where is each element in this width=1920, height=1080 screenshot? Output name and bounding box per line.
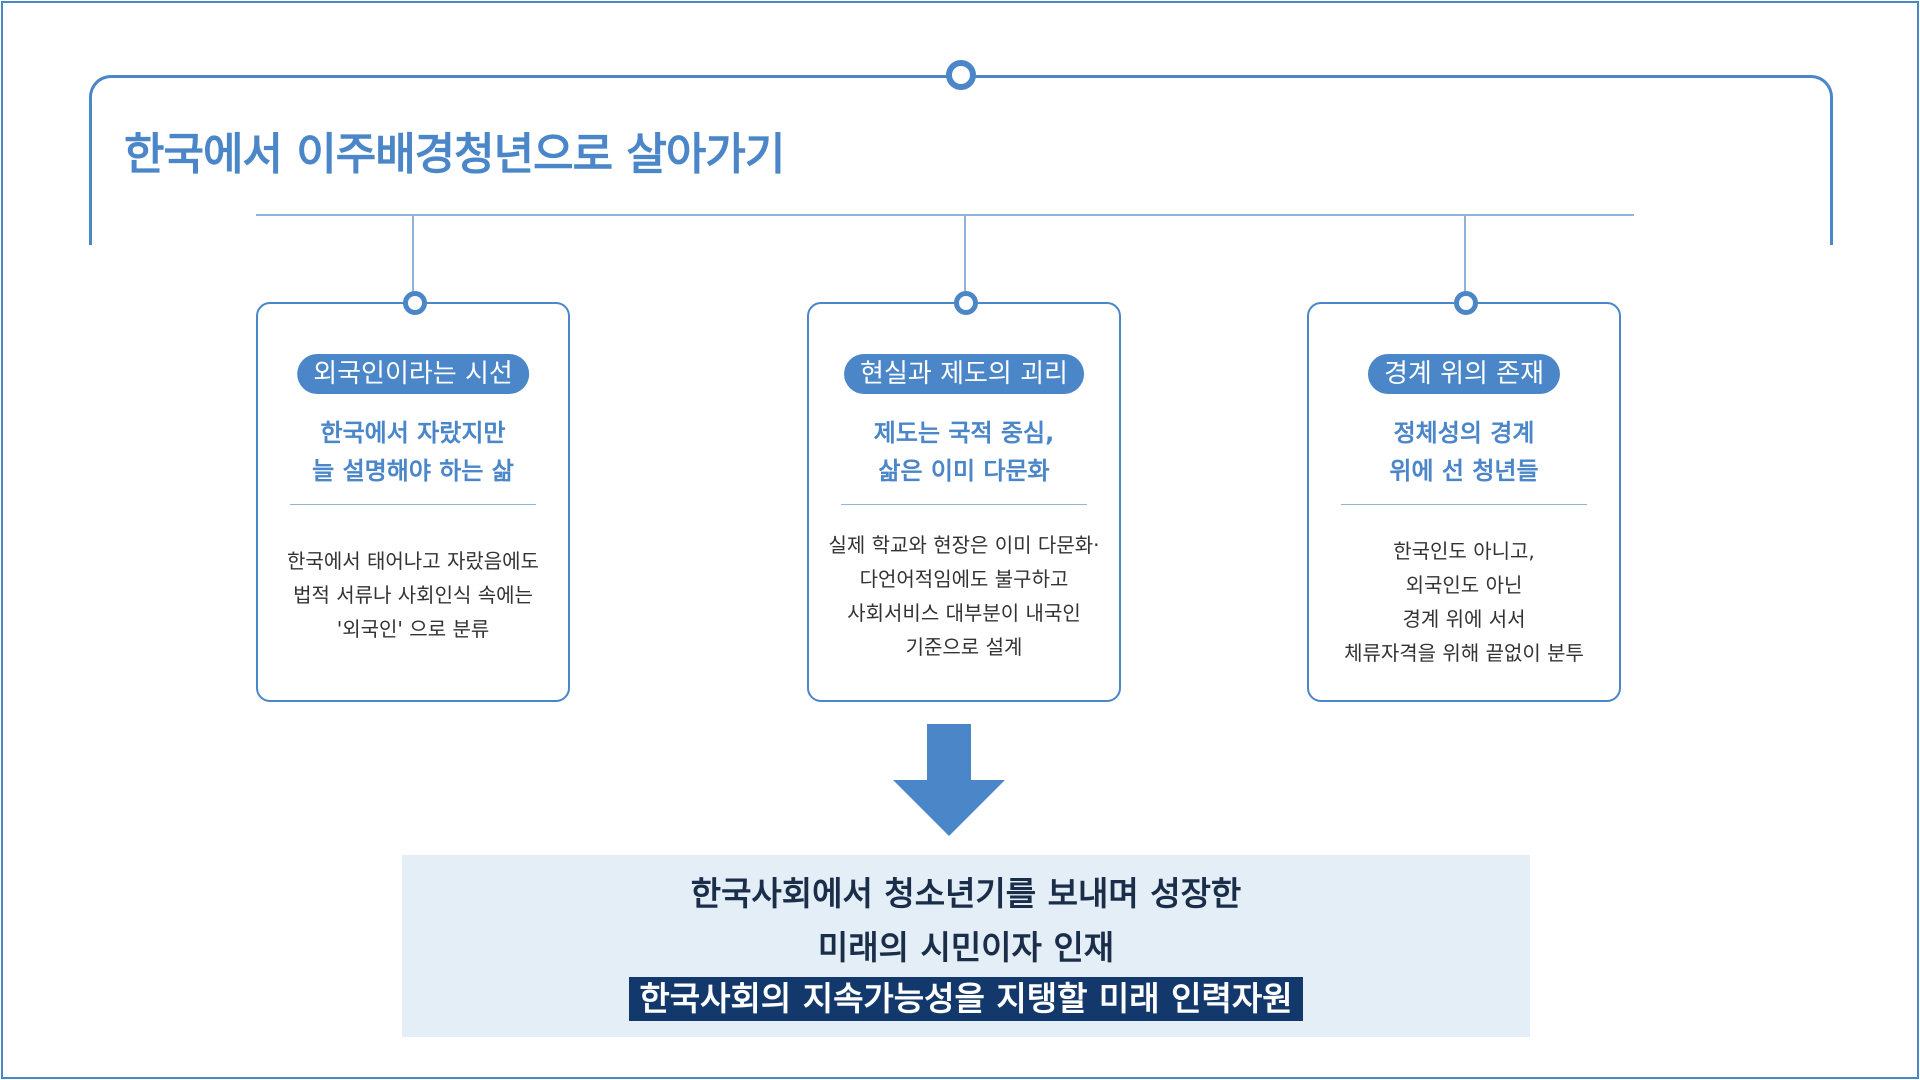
top-connector-node [946, 60, 976, 90]
card-tag: 외국인이라는 시선 [297, 354, 529, 394]
card-description: 한국에서 태어나고 자랐음에도 법적 서류나 사회인식 속에는 '외국인' 으로… [258, 544, 568, 646]
connector-center [964, 215, 966, 295]
card-desc-line: 실제 학교와 현장은 이미 다문화· [828, 533, 1100, 557]
card-divider [1341, 504, 1587, 505]
card-divider [290, 504, 536, 505]
card-description: 한국인도 아니고, 외국인도 아닌 경계 위에 서서 체류자격을 위해 끝없이 … [1309, 534, 1619, 670]
card-desc-line: 체류자격을 위해 끝없이 분투 [1344, 641, 1584, 665]
page-title: 한국에서 이주배경청년으로 살아가기 [124, 129, 785, 180]
card-foreigner-gaze: 외국인이라는 시선 한국에서 자랐지만 늘 설명해야 하는 삶 한국에서 태어나… [256, 291, 570, 702]
card-node [954, 291, 978, 315]
card-subtitle: 제도는 국적 중심, 삶은 이미 다문화 [809, 414, 1119, 490]
card-desc-line: 다언어적임에도 불구하고 [859, 567, 1069, 591]
card-reality-gap: 현실과 제도의 괴리 제도는 국적 중심, 삶은 이미 다문화 실제 학교와 현… [807, 291, 1121, 702]
card-subtitle-line: 삶은 이미 다문화 [878, 457, 1050, 485]
card-tag: 경계 위의 존재 [1367, 354, 1561, 394]
card-desc-line: 법적 서류나 사회인식 속에는 [293, 583, 533, 607]
card-subtitle: 한국에서 자랐지만 늘 설명해야 하는 삶 [258, 414, 568, 490]
horizontal-connector [256, 214, 1634, 216]
conclusion-line-2: 미래의 시민이자 인재 [817, 928, 1115, 967]
card-desc-line: 외국인도 아닌 [1405, 573, 1523, 597]
card-node [403, 291, 427, 315]
card-boundary-existence: 경계 위의 존재 정체성의 경계 위에 선 청년들 한국인도 아니고, 외국인도… [1307, 291, 1621, 702]
card-subtitle-line: 제도는 국적 중심, [873, 419, 1055, 447]
card-divider [841, 504, 1087, 505]
card-node [1454, 291, 1478, 315]
conclusion-line-1: 한국사회에서 청소년기를 보내며 성장한 [690, 874, 1242, 913]
connector-left [412, 215, 414, 295]
conclusion-box: 한국사회에서 청소년기를 보내며 성장한 미래의 시민이자 인재 한국사회의 지… [402, 855, 1530, 1037]
conclusion-highlight-row: 한국사회의 지속가능성을 지탱할 미래 인력자원 [402, 977, 1530, 1021]
card-desc-line: 한국에서 태어나고 자랐음에도 [287, 549, 539, 573]
card-subtitle-line: 위에 선 청년들 [1389, 457, 1539, 485]
card-desc-line: 경계 위에 서서 [1402, 607, 1526, 631]
card-subtitle-line: 정체성의 경계 [1393, 419, 1535, 447]
card-subtitle-line: 한국에서 자랐지만 [320, 419, 506, 447]
card-desc-line: '외국인' 으로 분류 [336, 617, 490, 641]
card-subtitle-line: 늘 설명해야 하는 삶 [312, 457, 514, 485]
card-description: 실제 학교와 현장은 이미 다문화· 다언어적임에도 불구하고 사회서비스 대부… [809, 528, 1119, 664]
arrow-down-icon [893, 724, 1005, 836]
card-subtitle: 정체성의 경계 위에 선 청년들 [1309, 414, 1619, 490]
connector-right [1464, 215, 1466, 295]
card-desc-line: 한국인도 아니고, [1393, 539, 1535, 563]
card-desc-line: 사회서비스 대부분이 내국인 [847, 601, 1081, 625]
conclusion-highlight: 한국사회의 지속가능성을 지탱할 미래 인력자원 [629, 977, 1303, 1021]
card-tag: 현실과 제도의 괴리 [844, 354, 1084, 394]
card-desc-line: 기준으로 설계 [905, 635, 1023, 659]
